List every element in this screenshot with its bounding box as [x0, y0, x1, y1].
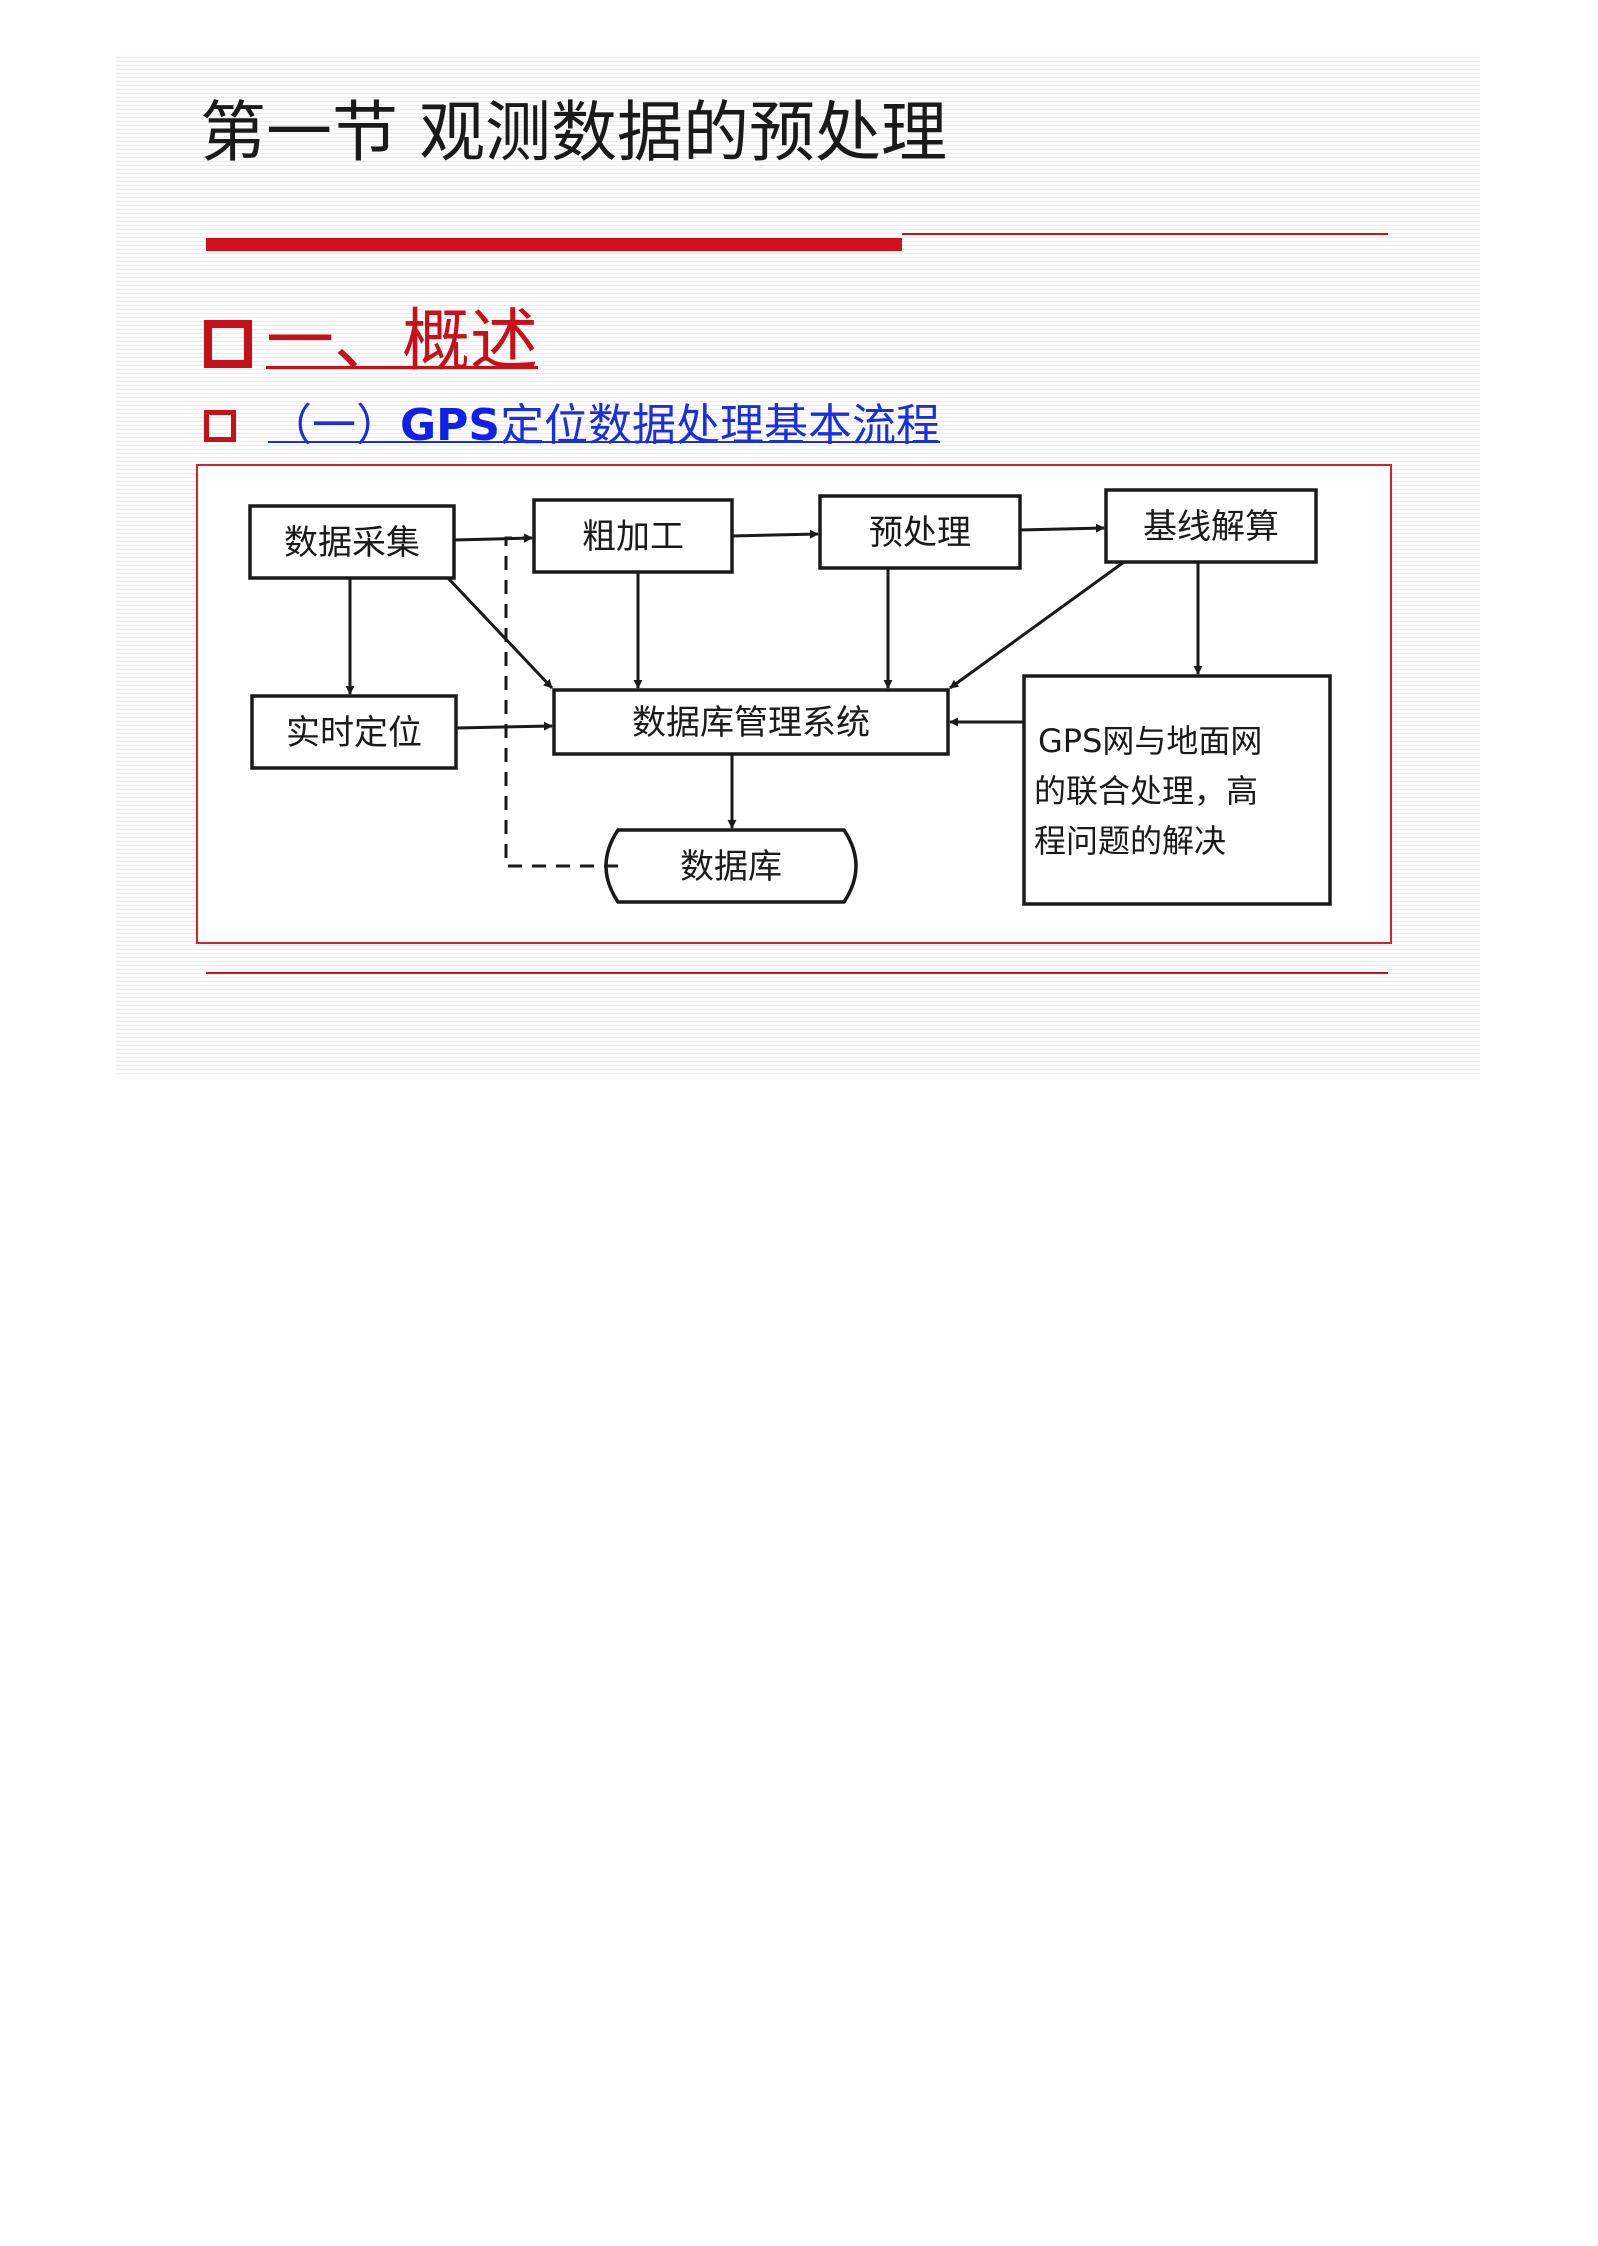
slide: 第一节 观测数据的预处理 一、概述 （一）GPS定位数据处理基本流程 数据采集: [116, 54, 1480, 1074]
page-title: 第一节 观测数据的预处理: [200, 94, 947, 171]
bottom-rule: [206, 972, 1388, 974]
node-realtime-positioning: 实时定位: [250, 694, 458, 770]
square-bullet-icon: [204, 320, 252, 368]
node-gps-ground-line1: GPS网与地面网: [1038, 722, 1262, 760]
node-preprocessing-label: 预处理: [869, 513, 971, 553]
subheading-bold: GPS: [400, 400, 501, 451]
node-gps-ground-line2: 的联合处理，高: [1034, 772, 1258, 810]
title-underline-rule: [902, 233, 1388, 235]
flowchart: 数据采集 粗加工 预处理 基线解算 实时定位: [248, 488, 1332, 906]
node-realtime-positioning-label: 实时定位: [286, 713, 422, 753]
arrow-collection-to-dbms: [446, 576, 554, 690]
arrow-baseline-to-dbms: [949, 560, 1125, 690]
node-data-collection: 数据采集: [248, 504, 456, 580]
heading-link[interactable]: 一、概述: [266, 302, 539, 381]
square-bullet-icon: [204, 410, 236, 442]
node-dbms: 数据库管理系统: [552, 688, 950, 756]
dashed-database-to-rough: [504, 533, 618, 868]
arrow-rough-to-pre: [731, 529, 819, 539]
node-database-label: 数据库: [680, 847, 782, 887]
node-gps-ground-line3: 程问题的解决: [1034, 822, 1226, 860]
subheading-rest: 定位数据处理基本流程: [500, 400, 941, 451]
node-database: 数据库: [604, 828, 858, 904]
node-rough-processing: 粗加工: [532, 498, 734, 574]
flowchart-frame: 数据采集 粗加工 预处理 基线解算 实时定位: [196, 464, 1392, 944]
node-dbms-label: 数据库管理系统: [632, 703, 870, 743]
title-underline-bar: [206, 238, 902, 251]
node-baseline-solution-label: 基线解算: [1143, 507, 1279, 547]
arrow-collection-to-rough: [453, 533, 533, 543]
subheading-link[interactable]: （一）GPS定位数据处理基本流程: [268, 404, 940, 448]
node-baseline-solution: 基线解算: [1104, 488, 1318, 564]
node-data-collection-label: 数据采集: [284, 523, 420, 563]
arrow-pre-to-baseline: [1019, 523, 1105, 533]
node-preprocessing: 预处理: [818, 494, 1022, 570]
subheading-prefix: （一）: [268, 400, 400, 451]
arrow-realtime-to-dbms: [455, 721, 553, 731]
node-gps-ground-network: GPS网与地面网 的联合处理，高 程问题的解决: [1022, 674, 1332, 906]
node-rough-processing-label: 粗加工: [582, 517, 684, 557]
